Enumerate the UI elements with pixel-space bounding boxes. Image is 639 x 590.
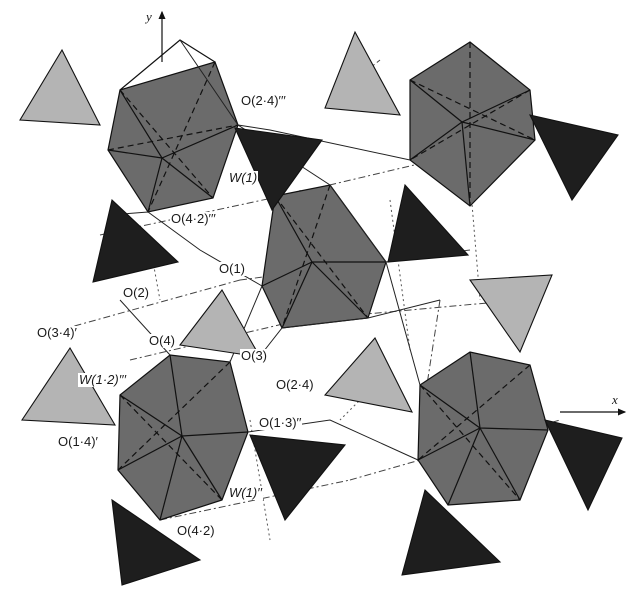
label-w-1-2-iii: W(1·2)′′′: [78, 372, 128, 387]
label-o1: O(1): [218, 261, 246, 276]
dark-tetrahedron-4: [528, 114, 619, 202]
light-tetrahedron-4: [468, 274, 553, 354]
label-w1: W(1): [228, 170, 259, 185]
octahedron-center: [261, 184, 387, 329]
label-o-3-4-i: O(3·4)′: [36, 325, 78, 340]
dark-tetrahedron-2: [92, 198, 180, 283]
dark-tetrahedron-1: [234, 127, 323, 212]
y-axis-label: y: [146, 9, 152, 24]
dark-tetrahedron-3: [387, 183, 470, 263]
dark-tetrahedron-8: [401, 488, 502, 576]
dark-tetrahedron-6: [544, 419, 623, 512]
label-o4: O(4): [148, 333, 176, 348]
label-w1-ii: W(1)′′: [228, 485, 264, 500]
label-o3: O(3): [240, 348, 268, 363]
label-o-4-2: O(4·2): [176, 523, 216, 538]
octahedron-top-left: [107, 39, 239, 213]
label-o2: O(2): [122, 285, 150, 300]
label-o-1-4-i: O(1·4)′: [57, 434, 99, 449]
light-tetrahedron-3: [178, 289, 262, 358]
axis-arrows: [158, 10, 627, 416]
octahedron-bottom-right: [417, 351, 549, 506]
label-o-4-2-iii: O(4·2)′′′: [170, 211, 217, 226]
octahedron-bottom-left: [117, 354, 249, 521]
dark-tetrahedron-5: [249, 434, 347, 522]
light-tetrahedron-6: [323, 337, 413, 413]
octahedron-top-right: [409, 41, 536, 207]
label-o-2-4: O(2·4): [275, 377, 315, 392]
x-axis-label: x: [612, 392, 618, 407]
dark-tetrahedra: [92, 114, 623, 586]
label-o-1-3-ii: O(1·3)′′: [258, 415, 303, 430]
light-tetrahedra: [19, 30, 553, 426]
light-tetrahedron-2: [324, 30, 401, 116]
dark-tetrahedron-7: [111, 498, 202, 586]
label-o-2-4-iii: O(2·4)′′′: [240, 93, 287, 108]
light-tetrahedron-1: [19, 48, 101, 126]
